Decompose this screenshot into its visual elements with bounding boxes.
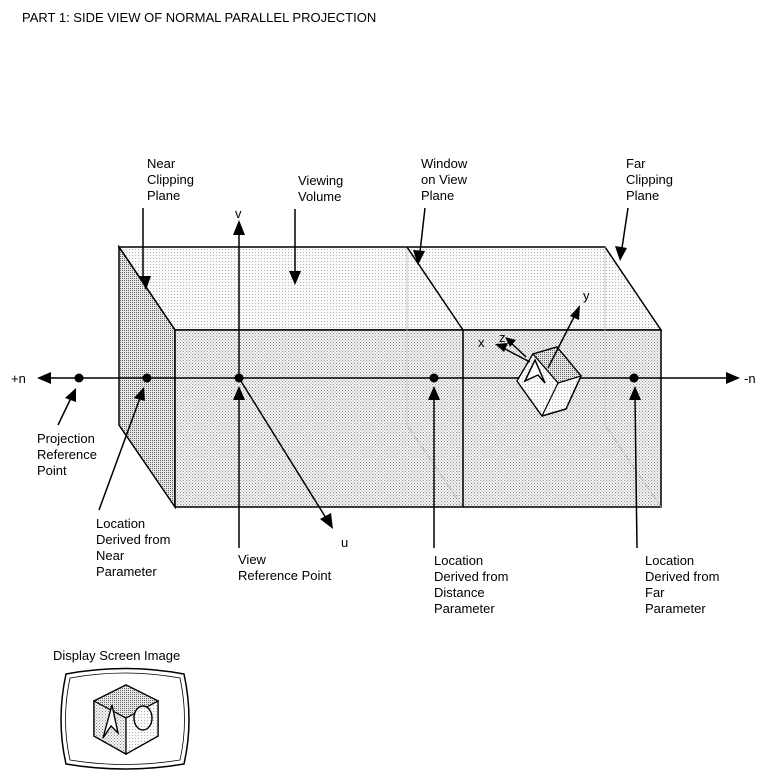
u-axis [238, 377, 327, 519]
distance-location-label: Location Derived from Distance Parameter [434, 553, 512, 616]
y-axis-arrow [570, 305, 580, 320]
near-location-label: Location Derived from Near Parameter [96, 516, 174, 579]
z-axis-object [510, 342, 527, 358]
z-axis-arrow [505, 337, 516, 347]
cube-object [516, 346, 583, 418]
viewing-volume-label: Viewing Volume [298, 173, 347, 204]
box-top-face [117, 246, 663, 331]
window-on-view-plane-leader [419, 207, 426, 253]
x-axis-arrow [495, 343, 508, 352]
z-axis-label: z [499, 330, 506, 345]
minus-n-label: -n [744, 371, 756, 386]
far-location-label: Location Derived from Far Parameter [645, 553, 723, 616]
near-location-dot [142, 373, 152, 383]
viewing-volume-box [117, 244, 663, 510]
view-reference-point-label: View Reference Point [238, 552, 332, 583]
view-plane-window-edge [406, 246, 464, 331]
display-screen-image-label: Display Screen Image [53, 648, 180, 663]
box-front-face [174, 329, 662, 508]
y-axis-label: y [583, 288, 590, 303]
projection-reference-point-leader [57, 397, 72, 426]
view-reference-point-dot [234, 373, 244, 383]
near-clipping-plane-label: Near Clipping Plane [147, 156, 198, 203]
distance-location-dot [429, 373, 439, 383]
n-axis-plus-arrow [37, 372, 51, 384]
far-clipping-plane-leader [621, 207, 629, 249]
projection-reference-point-dot [74, 373, 84, 383]
far-location-leader [634, 397, 638, 549]
window-on-view-plane-label: Window on View Plane [421, 156, 471, 203]
u-axis-label: u [341, 535, 348, 550]
v-axis-arrow [233, 220, 245, 235]
screen-cube-icon [92, 684, 160, 756]
y-axis-object [547, 314, 576, 369]
plus-n-label: +n [11, 371, 26, 386]
x-axis-object [504, 348, 531, 363]
v-axis-label: v [235, 206, 242, 221]
far-location-dot [629, 373, 639, 383]
page-title: PART 1: SIDE VIEW OF NORMAL PARALLEL PRO… [22, 10, 376, 25]
far-clipping-plane-label: Far Clipping Plane [626, 156, 677, 203]
x-axis-label: x [478, 335, 485, 350]
projection-reference-point-label: Projection Reference Point [37, 431, 101, 478]
n-axis-minus-arrow [726, 372, 740, 384]
near-location-leader [98, 397, 141, 511]
u-axis-arrow [320, 513, 333, 529]
